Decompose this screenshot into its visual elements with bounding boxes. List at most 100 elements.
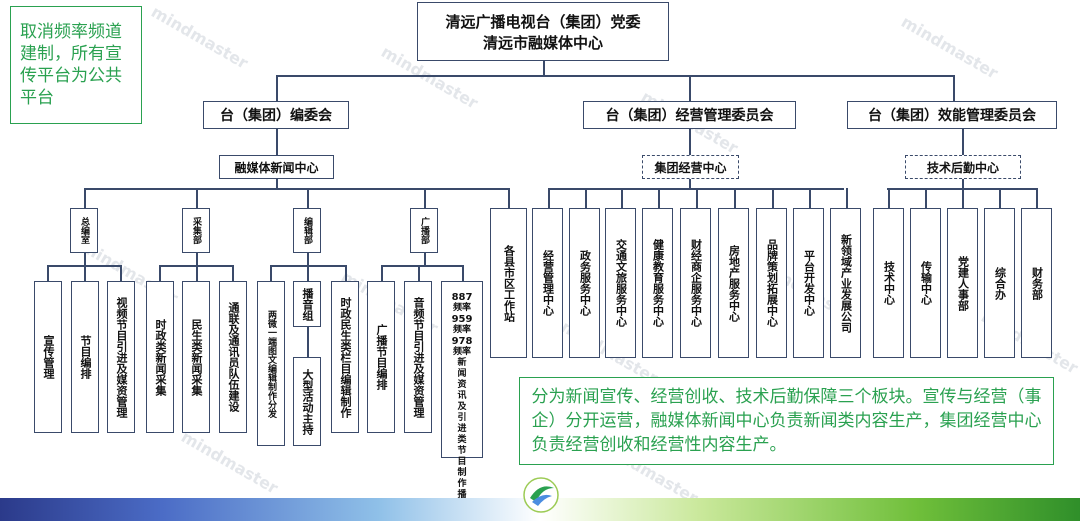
connector [418, 265, 420, 281]
business-unit-label: 政务服务中心 [578, 250, 592, 316]
connector [508, 188, 510, 208]
connector [84, 188, 86, 208]
tech-unit-label: 党建人事部 [956, 255, 970, 311]
sub-label: 大型活动主持 [301, 368, 314, 435]
station-label: 各县市区工作站 [502, 244, 516, 322]
note-left-box: 取消频率频道建制，所有宣传平台为公共平台 [10, 6, 142, 124]
business-unit-label: 平台开发中心 [802, 250, 816, 316]
stack-char: 959 [451, 314, 473, 325]
connector [345, 265, 347, 281]
dept-zongbianshi: 总编室 [70, 208, 98, 253]
stack-char: 978 [451, 336, 473, 347]
sub-label: 播音组 [301, 287, 314, 321]
stack-char: 作 [457, 479, 467, 489]
stack-char: 讯 [457, 391, 467, 401]
business-unit-box: 品牌策划拓展中心 [756, 208, 787, 358]
center-label: 集团经营中心 [654, 160, 727, 175]
connector [696, 188, 698, 208]
stack-char: 及 [457, 402, 467, 412]
connector [888, 188, 890, 208]
committee-label: 台（集团）编委会 [220, 108, 332, 124]
sub-box: 音频节目引进及媒资管理 [404, 281, 432, 433]
watermark-text: mindmaster [898, 12, 1001, 83]
tech-unit-label: 财务部 [1030, 266, 1044, 300]
committee-efficiency: 台（集团）效能管理委员会 [847, 101, 1057, 129]
sub-box: 时政类新闻采集 [146, 281, 174, 433]
connector [381, 265, 463, 267]
sub-label: 宣传管理 [42, 335, 55, 379]
connector [689, 129, 691, 155]
watermark-text: mindmaster [148, 2, 251, 73]
business-unit-label: 品牌策划拓展中心 [765, 239, 779, 327]
dept-label: 编辑部 [302, 217, 312, 244]
sub-label: 通联及通讯员队伍建设 [227, 302, 240, 412]
center-label: 技术后勤中心 [926, 160, 999, 175]
connector [925, 188, 927, 208]
sub-box: 宣传管理 [34, 281, 62, 433]
sub-label: 时政民生类栏目编辑制作 [339, 296, 352, 418]
business-unit-label: 房地产服务中心 [727, 244, 741, 322]
connector [84, 188, 509, 190]
sub-box: 播音组 [293, 281, 321, 327]
committee-label: 台（集团）经营管理委员会 [605, 108, 774, 124]
connector [381, 265, 383, 281]
business-unit-box: 平台开发中心 [793, 208, 824, 358]
connector [462, 265, 464, 281]
tech-unit-box: 财务部 [1021, 208, 1052, 358]
tech-unit-label: 综合办 [993, 266, 1007, 300]
connector [84, 265, 86, 281]
sub-box: 时政民生类栏目编辑制作 [331, 281, 359, 433]
connector [585, 188, 587, 208]
dept-label: 广播部 [419, 217, 429, 244]
tech-unit-box: 技术中心 [873, 208, 904, 358]
business-unit-box: 房地产服务中心 [718, 208, 749, 358]
guangbo-stack: 887频率959频率978频率新闻资讯及引进类节目制作播出 [452, 292, 473, 512]
connector [543, 61, 545, 75]
connector [999, 188, 1001, 208]
stack-char: 播 [457, 490, 467, 500]
stack-char: 闻 [457, 369, 467, 379]
stack-char: 节 [457, 446, 467, 456]
connector [689, 179, 691, 188]
business-unit-box: 政务服务中心 [569, 208, 600, 358]
business-unit-box: 健康教育服务中心 [642, 208, 673, 358]
connector [47, 265, 49, 281]
stack-char: 新 [457, 358, 467, 368]
connector [307, 253, 309, 265]
connector [548, 188, 550, 208]
connector [84, 253, 86, 265]
business-unit-box: 交通文旅服务中心 [605, 208, 636, 358]
stack-char: 制 [457, 468, 467, 478]
stack-char: 进 [457, 424, 467, 434]
tech-unit-label: 传输中心 [919, 261, 933, 305]
business-unit-label: 财经商企服务中心 [689, 239, 703, 327]
connector [276, 75, 278, 101]
sub-label: 视频节目引进及媒资管理 [115, 296, 128, 418]
summary-text: 分为新闻宣传、经营创收、技术后勤保障三个板块。宣传与经营（事企）分开运营，融媒体… [531, 387, 1042, 455]
connector [307, 265, 309, 281]
connector [120, 265, 122, 281]
connector [772, 188, 774, 208]
stack-char: 频率 [452, 347, 471, 357]
connector [424, 253, 426, 265]
stack-char: 类 [457, 435, 467, 445]
sub-box: 通联及通讯员队伍建设 [219, 281, 247, 433]
stack-char: 目 [457, 457, 467, 467]
committee-editorial: 台（集团）编委会 [203, 101, 349, 129]
connector [734, 188, 736, 208]
sub-box-887: 887频率959频率978频率新闻资讯及引进类节目制作播出 [441, 281, 483, 511]
connector [196, 265, 198, 281]
sub-label: 广播节目编排 [375, 324, 388, 390]
sub-box: 大型活动主持 [293, 357, 321, 446]
sub-label: 节目编排 [79, 335, 92, 379]
connector [621, 188, 623, 208]
tech-unit-box: 党建人事部 [947, 208, 978, 358]
center-label: 融媒体新闻中心 [234, 160, 319, 175]
connector [809, 188, 811, 208]
stack-char: 资 [457, 380, 467, 390]
business-unit-box: 新领域产业发展公司 [830, 208, 861, 358]
dept-guangbo: 广播部 [410, 208, 438, 253]
dept-caiji: 采集部 [182, 208, 210, 253]
connector [270, 265, 272, 281]
note-left-text: 取消频率频道建制，所有宣传平台为公共平台 [20, 22, 122, 108]
